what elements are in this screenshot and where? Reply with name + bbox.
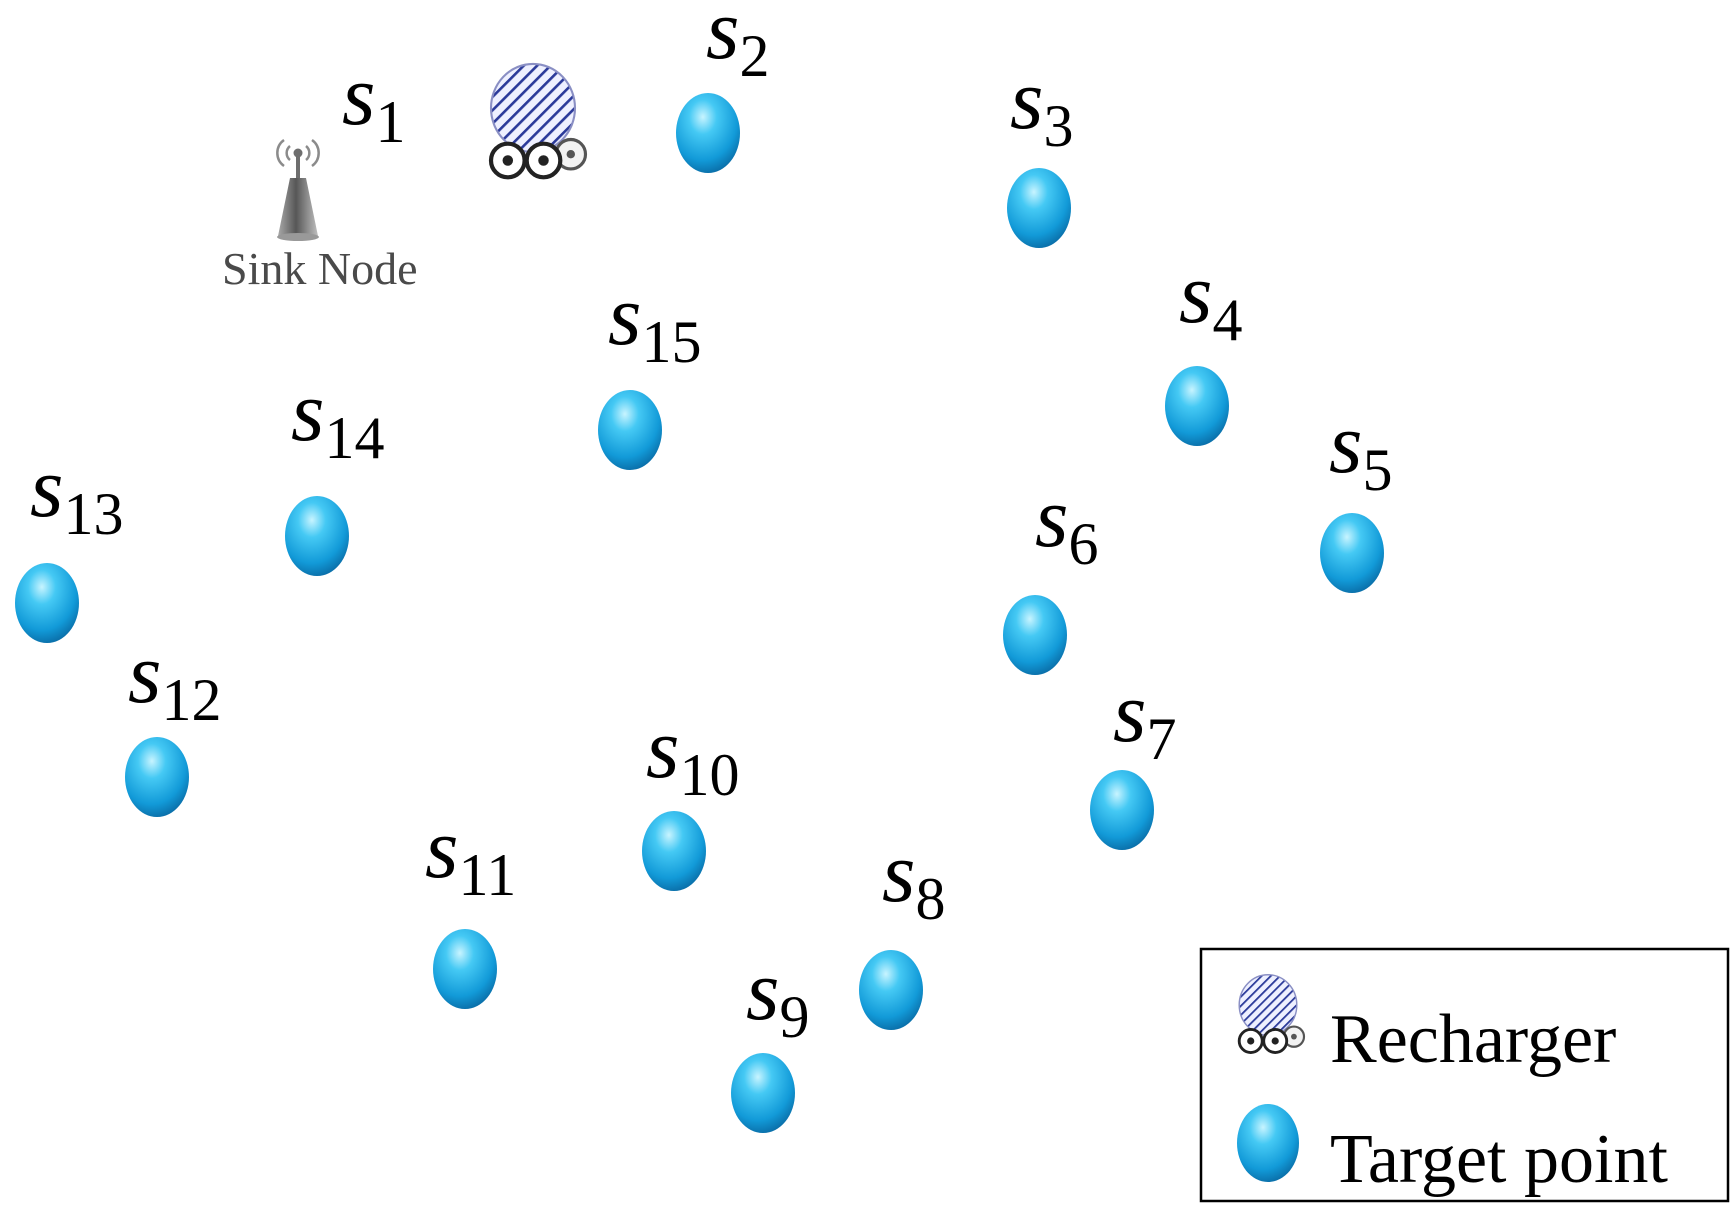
node-s7: s7 bbox=[1090, 664, 1176, 850]
node-label-subscript: 14 bbox=[324, 405, 384, 471]
target-point-icon bbox=[15, 563, 79, 643]
node-label-subscript: 15 bbox=[641, 309, 701, 375]
node-label-subscript: 6 bbox=[1068, 511, 1098, 577]
node-label-variable: s bbox=[30, 439, 63, 535]
node-s11: s11 bbox=[425, 800, 516, 1009]
node-label-variable: s bbox=[1329, 395, 1362, 491]
node-s4: s4 bbox=[1165, 245, 1242, 446]
robot-recharger-icon bbox=[491, 64, 586, 177]
node-label: s1 bbox=[342, 47, 405, 155]
node-label: s10 bbox=[646, 700, 739, 808]
node-label-variable: s bbox=[342, 47, 375, 143]
node-label: s2 bbox=[706, 0, 769, 89]
node-label-variable: s bbox=[1035, 469, 1068, 565]
node-label-variable: s bbox=[882, 824, 915, 920]
node-label-subscript: 12 bbox=[161, 667, 221, 733]
node-s12: s12 bbox=[125, 625, 221, 817]
node-s5: s5 bbox=[1320, 395, 1392, 593]
target-point-icon bbox=[1165, 366, 1229, 446]
target-point-icon bbox=[433, 929, 497, 1009]
target-point-icon bbox=[1320, 513, 1384, 593]
node-s1: s1 bbox=[342, 47, 405, 155]
node-label-subscript: 7 bbox=[1146, 706, 1176, 772]
node-s10: s10 bbox=[642, 700, 739, 891]
node-label: s4 bbox=[1179, 245, 1242, 353]
legend-target-point-icon bbox=[1237, 1104, 1299, 1182]
node-label: s14 bbox=[291, 363, 384, 471]
node-s13: s13 bbox=[15, 439, 123, 643]
node-s8: s8 bbox=[859, 824, 945, 1030]
node-label-variable: s bbox=[128, 625, 161, 721]
node-label: s3 bbox=[1010, 51, 1073, 159]
node-label: s13 bbox=[30, 439, 123, 547]
node-label-subscript: 11 bbox=[458, 842, 516, 908]
node-label: s12 bbox=[128, 625, 221, 733]
node-s3: s3 bbox=[1007, 51, 1073, 248]
target-point-icon bbox=[125, 737, 189, 817]
node-label-subscript: 2 bbox=[739, 23, 769, 89]
node-label-subscript: 3 bbox=[1043, 93, 1073, 159]
target-point-icon bbox=[642, 811, 706, 891]
node-label: s7 bbox=[1113, 664, 1176, 772]
node-label-variable: s bbox=[1010, 51, 1043, 147]
node-label-variable: s bbox=[291, 363, 324, 459]
node-label-variable: s bbox=[706, 0, 739, 77]
sink-node: Sink Node bbox=[222, 138, 418, 294]
target-point-icon bbox=[285, 496, 349, 576]
node-label: s6 bbox=[1035, 469, 1098, 577]
node-label-variable: s bbox=[746, 942, 779, 1038]
node-label: s11 bbox=[425, 800, 516, 908]
node-label-subscript: 9 bbox=[779, 984, 809, 1050]
node-label-variable: s bbox=[646, 700, 679, 796]
node-s9: s9 bbox=[731, 942, 809, 1133]
legend-target-point-label: Target point bbox=[1330, 1121, 1668, 1198]
target-point-icon bbox=[676, 93, 740, 173]
target-point-icon bbox=[1003, 595, 1067, 675]
node-label-variable: s bbox=[1113, 664, 1146, 760]
node-label-subscript: 13 bbox=[63, 481, 123, 547]
sink-node-label: Sink Node bbox=[222, 243, 418, 294]
node-label: s15 bbox=[608, 267, 701, 375]
node-label-subscript: 4 bbox=[1212, 287, 1242, 353]
target-point-icon bbox=[1007, 168, 1071, 248]
legend: Recharger Target point bbox=[1199, 947, 1730, 1203]
node-label: s5 bbox=[1329, 395, 1392, 503]
node-s6: s6 bbox=[1003, 469, 1098, 675]
node-label-subscript: 10 bbox=[679, 742, 739, 808]
target-point-icon bbox=[859, 950, 923, 1030]
node-label: s8 bbox=[882, 824, 945, 932]
target-point-icon bbox=[731, 1053, 795, 1133]
node-label-subscript: 8 bbox=[915, 866, 945, 932]
node-label-subscript: 5 bbox=[1362, 437, 1392, 503]
node-s2: s2 bbox=[676, 0, 769, 173]
node-label-variable: s bbox=[1179, 245, 1212, 341]
node-label-variable: s bbox=[608, 267, 641, 363]
legend-recharger-label: Recharger bbox=[1330, 1001, 1616, 1078]
node-label-subscript: 1 bbox=[375, 89, 405, 155]
node-s15: s15 bbox=[598, 267, 701, 470]
target-point-icon bbox=[598, 390, 662, 470]
node-label-variable: s bbox=[425, 800, 458, 896]
node-label: s9 bbox=[746, 942, 809, 1050]
target-point-icon bbox=[1090, 770, 1154, 850]
antenna-tower-icon bbox=[276, 138, 320, 241]
node-s14: s14 bbox=[285, 363, 384, 576]
